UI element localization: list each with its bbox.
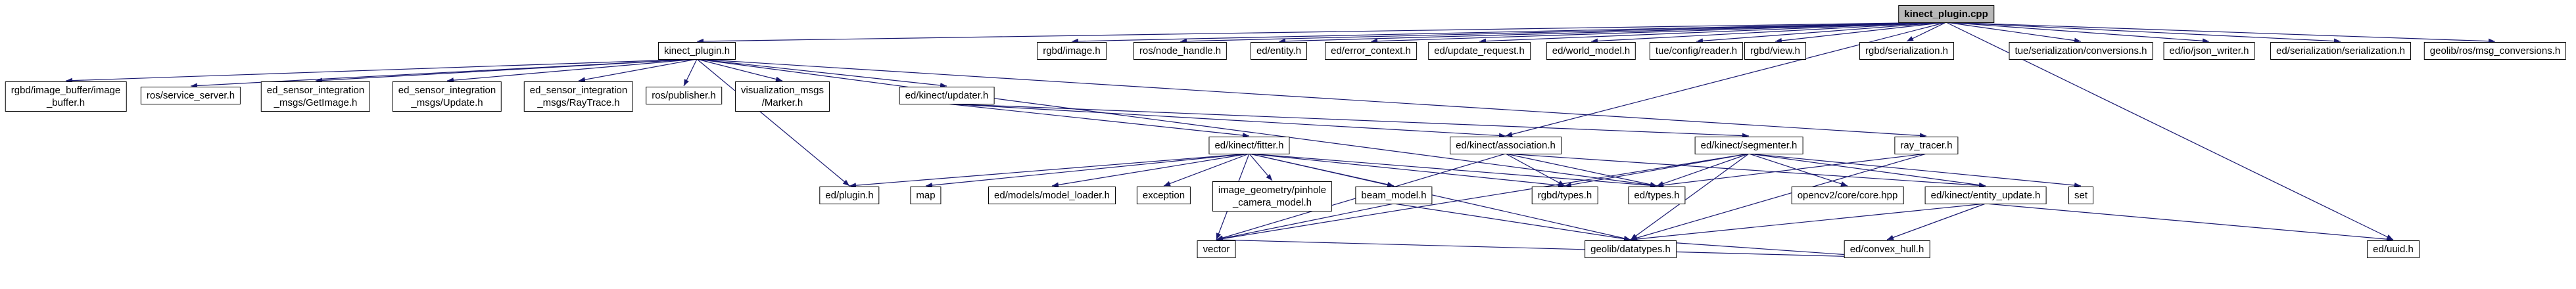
node-image_geometry_pinhole_camera_model_h: image_geometry/pinhole _camera_model.h: [1212, 181, 1333, 212]
edge-kinect_plugin_cpp-to-ros_node_handle_h: [1180, 22, 1947, 44]
edge-kinect_plugin_cpp-to-tue_serialization_conversions_h: [1945, 22, 2082, 43]
node-rgbd_image_buffer_image_buffer_h: rgbd/image_buffer/image _buffer.h: [5, 81, 127, 112]
edge-kinect_plugin_h-to-msgs_get_image_h: [315, 58, 698, 83]
node-rgbd_image_h: rgbd/image.h: [1037, 42, 1107, 60]
node-ros_publisher_h: ros/publisher.h: [646, 87, 722, 105]
node-map: map: [910, 187, 942, 205]
node-ros_service_server_h: ros/service_server.h: [140, 87, 241, 105]
node-ray_tracer_h[interactable]: ray_tracer.h: [1894, 137, 1959, 155]
node-tue_config_reader_h: tue/config/reader.h: [1649, 42, 1744, 60]
edge-ed_kinect_segmenter_h-to-geolib_datatypes_h: [1630, 153, 1750, 240]
edge-ed_kinect_fitter_h-to-map: [925, 153, 1250, 188]
edge-ed_kinect_association_h-to-ed_types_h: [1505, 153, 1658, 187]
node-ed_serialization_serialization_h: ed/serialization/serialization.h: [2270, 42, 2411, 60]
edge-ed_kinect_segmenter_h-to-rgbd_types_h: [1564, 153, 1750, 188]
edge-kinect_plugin_cpp-to-ed_world_model_h: [1590, 22, 1947, 44]
edge-beam_model_h-to-vector: [1216, 203, 1395, 241]
edge-kinect_plugin_cpp-to-kinect_plugin_h: [696, 22, 1947, 44]
node-ed_io_json_writer_h: ed/io/json_writer.h: [2163, 42, 2255, 60]
edge-ed_kinect_fitter_h-to-ed_plugin_h: [849, 153, 1250, 189]
node-ed_kinect_entity_update_h[interactable]: ed/kinect/entity_update.h: [1924, 187, 2047, 205]
edge-kinect_plugin_cpp-to-rgbd_image_h: [1071, 22, 1947, 44]
node-kinect_plugin_h[interactable]: kinect_plugin.h: [657, 42, 736, 60]
edge-ray_tracer_h-to-ed_types_h: [1656, 153, 1927, 188]
edge-ed_kinect_segmenter_h-to-vector: [1216, 153, 1750, 242]
node-geolib_datatypes_h: geolib/datatypes.h: [1585, 240, 1677, 259]
edge-kinect_plugin_h-to-ed_kinect_updater_h: [696, 58, 947, 88]
node-ed_world_model_h: ed/world_model.h: [1546, 42, 1636, 60]
node-exception: exception: [1136, 187, 1191, 205]
edge-kinect_plugin_h-to-ros_publisher_h: [683, 58, 698, 87]
node-rgbd_types_h: rgbd/types.h: [1531, 187, 1598, 205]
edge-ed_kinect_entity_update_h-to-ed_uuid_h: [1985, 203, 2394, 242]
edge-kinect_plugin_cpp-to-geolib_ros_msg_conversions_h: [1945, 22, 2496, 44]
edge-ed_kinect_entity_update_h-to-geolib_datatypes_h: [1630, 203, 1986, 242]
node-msgs_ray_trace_h: ed_sensor_integration _msgs/RayTrace.h: [523, 81, 634, 112]
edge-kinect_plugin_h-to-ray_tracer_h: [696, 58, 1927, 139]
node-geolib_ros_msg_conversions_h: geolib/ros/msg_conversions.h: [2423, 42, 2567, 60]
node-rgbd_serialization_h: rgbd/serialization.h: [1859, 42, 1954, 60]
node-ed_kinect_fitter_h[interactable]: ed/kinect/fitter.h: [1208, 137, 1290, 155]
edge-ed_kinect_fitter_h-to-image_geometry_pinhole_camera_model_h: [1249, 153, 1273, 181]
node-visualization_msgs_marker_h: visualization_msgs /Marker.h: [735, 81, 830, 112]
edge-kinect_plugin_h-to-rgbd_image_buffer_image_buffer_h: [65, 58, 698, 83]
node-tue_serialization_conversions_h: tue/serialization/conversions.h: [2009, 42, 2153, 60]
node-msgs_update_h: ed_sensor_integration _msgs/Update.h: [392, 81, 502, 112]
node-set: set: [2068, 187, 2094, 205]
edge-ed_kinect_fitter_h-to-ed_types_h: [1249, 153, 1658, 189]
node-ed_kinect_association_h[interactable]: ed/kinect/association.h: [1450, 137, 1562, 155]
edge-ed_kinect_fitter_h-to-exception: [1163, 153, 1250, 187]
node-ed_convex_hull_h: ed/convex_hull.h: [1844, 240, 1930, 259]
edge-kinect_plugin_cpp-to-ed_io_json_writer_h: [1945, 22, 2210, 44]
edge-ed_kinect_segmenter_h-to-ed_types_h: [1656, 153, 1750, 187]
node-ed_error_context_h: ed/error_context.h: [1325, 42, 1417, 60]
node-vector: vector: [1197, 240, 1236, 259]
edge-ed_kinect_updater_h-to-ed_kinect_segmenter_h: [946, 103, 1750, 139]
edge-kinect_plugin_h-to-msgs_ray_trace_h: [578, 58, 698, 83]
node-ros_node_handle_h: ros/node_handle.h: [1133, 42, 1228, 60]
node-rgbd_view_h: rgbd/view.h: [1744, 42, 1806, 60]
edge-kinect_plugin_h-to-msgs_update_h: [446, 58, 698, 83]
edge-ed_kinect_association_h-to-rgbd_types_h: [1505, 153, 1565, 187]
edge-kinect_plugin_h-to-ed_plugin_h: [696, 58, 850, 187]
edge-ed_kinect_segmenter_h-to-ed_kinect_entity_update_h: [1748, 153, 1986, 188]
edge-kinect_plugin_cpp-to-ed_kinect_association_h: [1505, 22, 1947, 137]
edge-ed_convex_hull_h-to-vector: [1216, 237, 1888, 258]
edge-kinect_plugin_cpp-to-ed_entity_h: [1278, 22, 1947, 44]
edge-kinect_plugin_h-to-ed_types_h: [696, 58, 1658, 188]
edge-ed_kinect_entity_update_h-to-ed_convex_hull_h: [1886, 203, 1986, 240]
node-ed_entity_h: ed/entity.h: [1250, 42, 1308, 60]
edge-kinect_plugin_cpp-to-ed_serialization_serialization_h: [1945, 22, 2341, 44]
node-opencv2_core_core_hpp: opencv2/core/core.hpp: [1791, 187, 1904, 205]
edge-ed_kinect_updater_h-to-ed_kinect_association_h: [946, 103, 1506, 139]
edge-ed_kinect_fitter_h-to-ed_models_model_loader_h: [1051, 153, 1250, 188]
node-msgs_get_image_h: ed_sensor_integration _msgs/GetImage.h: [260, 81, 371, 112]
edge-ray_tracer_h-to-geolib_datatypes_h: [1630, 153, 1927, 241]
node-ed_kinect_updater_h[interactable]: ed/kinect/updater.h: [899, 87, 995, 105]
node-kinect_plugin_cpp: kinect_plugin.cpp: [1898, 5, 1994, 24]
edge-ed_kinect_association_h-to-ed_kinect_entity_update_h: [1505, 153, 1986, 189]
edge-kinect_plugin_cpp-to-tue_config_reader_h: [1696, 22, 1947, 44]
node-ed_update_request_h: ed/update_request.h: [1428, 42, 1531, 60]
node-ed_models_model_loader_h: ed/models/model_loader.h: [988, 187, 1116, 205]
edge-beam_model_h-to-geolib_datatypes_h: [1393, 203, 1631, 242]
edge-ed_kinect_fitter_h-to-rgbd_types_h: [1249, 153, 1565, 188]
edge-ed_kinect_fitter_h-to-geolib_datatypes_h: [1249, 153, 1631, 241]
edge-kinect_plugin_h-to-visualization_msgs_marker_h: [696, 58, 783, 82]
include-edges: [65, 22, 2496, 258]
edge-ed_kinect_updater_h-to-ed_kinect_fitter_h: [946, 103, 1250, 138]
edge-kinect_plugin_cpp-to-rgbd_view_h: [1775, 22, 1947, 43]
node-beam_model_h[interactable]: beam_model.h: [1355, 187, 1433, 205]
edge-ed_kinect_segmenter_h-to-set: [1748, 153, 2082, 189]
edge-ed_kinect_segmenter_h-to-opencv2_core_core_hpp: [1748, 153, 1848, 187]
node-ed_kinect_segmenter_h[interactable]: ed/kinect/segmenter.h: [1694, 137, 1803, 155]
edge-kinect_plugin_cpp-to-rgbd_serialization_h: [1906, 22, 1947, 42]
node-ed_types_h: ed/types.h: [1628, 187, 1686, 205]
edge-kinect_plugin_cpp-to-ed_update_request_h: [1479, 22, 1947, 44]
edge-kinect_plugin_cpp-to-ed_error_context_h: [1370, 22, 1947, 44]
node-ed_plugin_h: ed/plugin.h: [819, 187, 880, 205]
node-ed_uuid_h: ed/uuid.h: [2367, 240, 2420, 259]
